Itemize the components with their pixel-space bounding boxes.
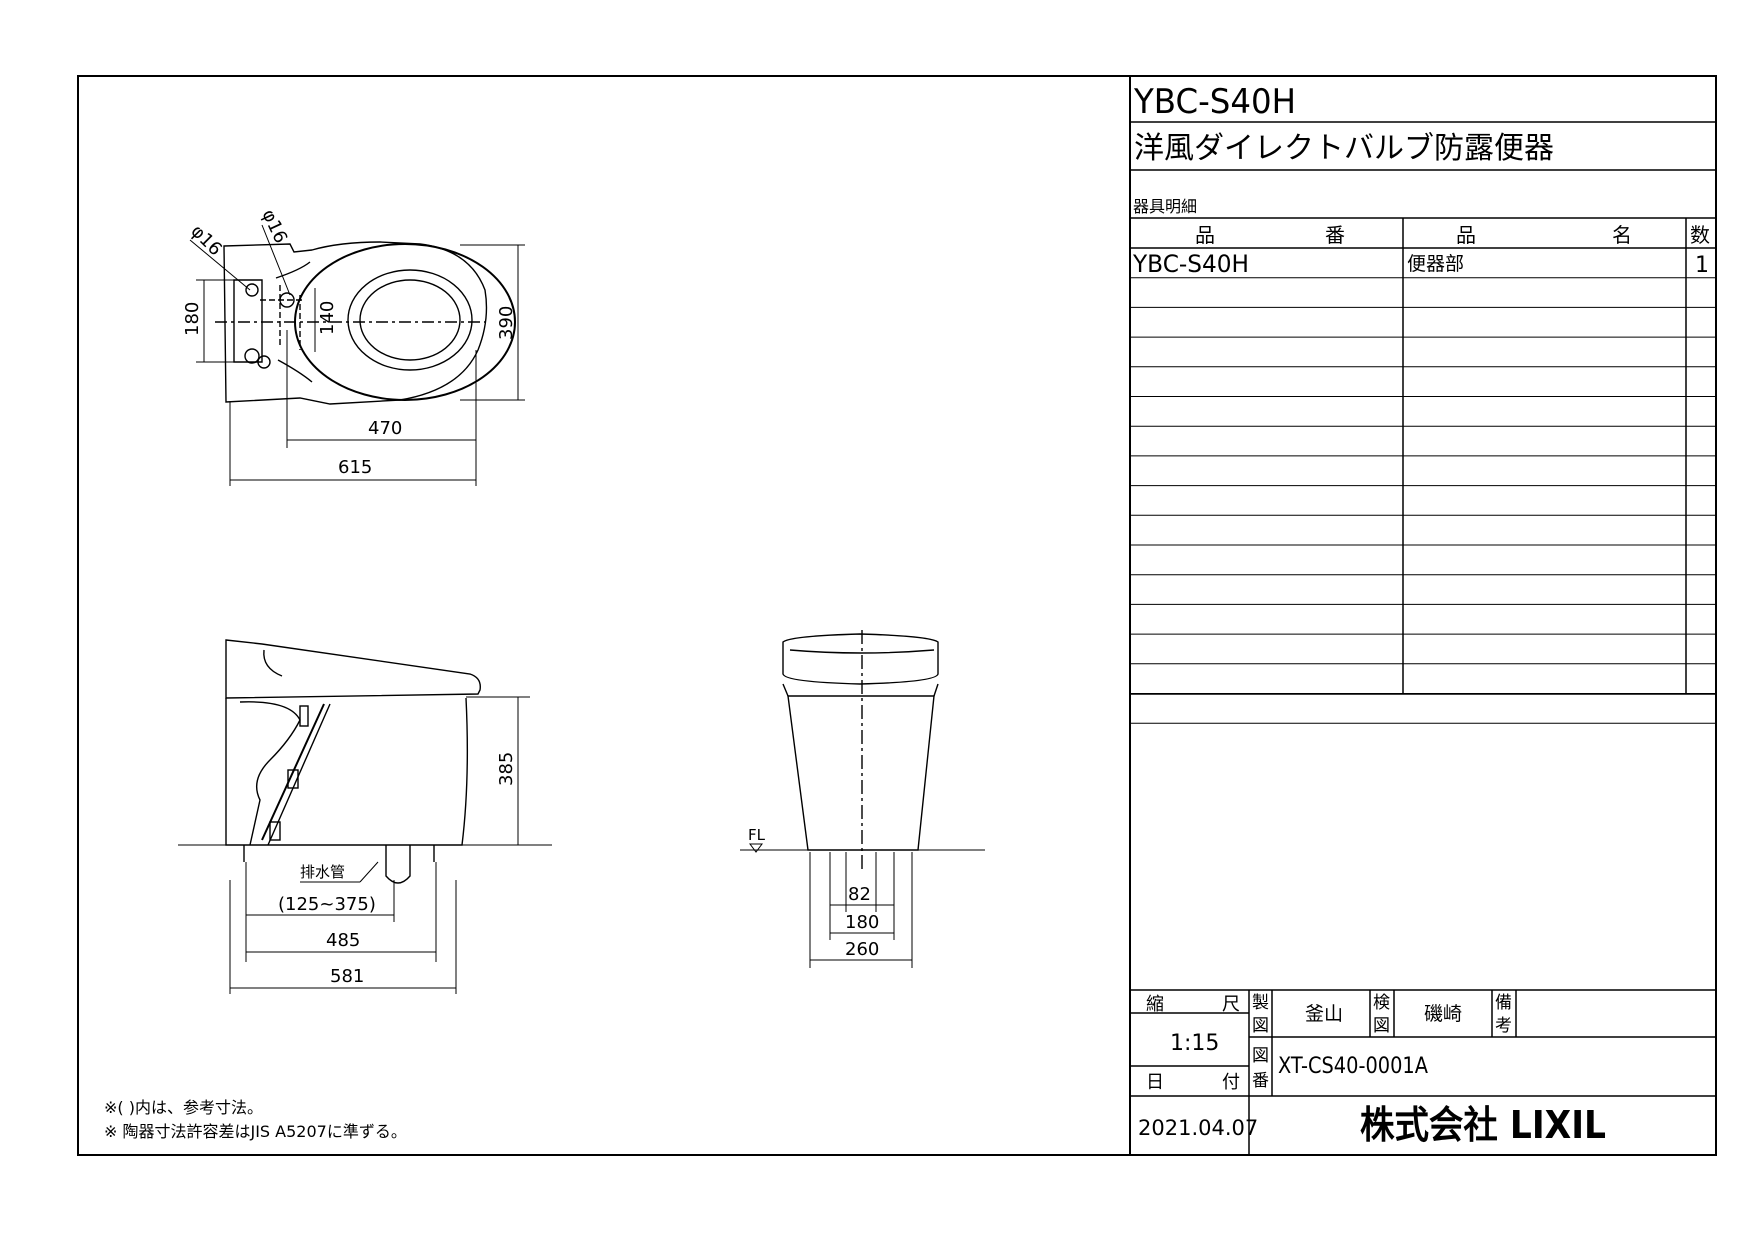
date-value: 2021.04.07 — [1138, 1116, 1258, 1140]
drawing-no-label-1: 図 — [1252, 1046, 1269, 1066]
drawn-label-1: 製 — [1252, 993, 1269, 1013]
drain-pipe-label: 排水管 — [300, 863, 345, 881]
dim-height: 385 — [496, 752, 517, 786]
product-description: 洋風ダイレクトバルブ防露便器 — [1134, 131, 1554, 166]
date-label-2: 付 — [1222, 1072, 1240, 1093]
top-view-drawing — [215, 241, 516, 405]
side-view-dimensions — [178, 696, 552, 994]
dim-length-b: 581 — [330, 966, 364, 987]
dim-spacing-b: 180 — [845, 912, 879, 933]
header-part-name-2: 名 — [1612, 223, 1632, 247]
info-block-grid — [1130, 989, 1716, 1155]
date-label-1: 日 — [1146, 1072, 1164, 1093]
header-qty: 数 — [1690, 223, 1710, 247]
header-part-no-2: 番 — [1325, 223, 1345, 247]
header-part-no-1: 品 — [1195, 223, 1215, 247]
drawing-number: XT-CS40-0001A — [1278, 1054, 1428, 1079]
dim-bowl-length: 470 — [368, 418, 402, 439]
row-part-no: YBC-S40H — [1132, 250, 1249, 278]
dim-length-a: 485 — [326, 930, 360, 951]
dim-spacing-a: 82 — [848, 884, 871, 905]
drawn-label-2: 図 — [1252, 1016, 1269, 1036]
company-logo: 株式会社 LIXIL — [1360, 1103, 1606, 1147]
drawn-by: 釜山 — [1305, 1003, 1343, 1025]
scale-label-2: 尺 — [1222, 994, 1240, 1015]
row-part-name: 便器部 — [1407, 253, 1464, 275]
scale-value: 1:15 — [1170, 1031, 1219, 1056]
drawing-frame — [77, 75, 1717, 1156]
remarks-label-2: 考 — [1495, 1016, 1512, 1036]
scale-label-1: 縮 — [1146, 994, 1164, 1015]
model-title: YBC-S40H — [1133, 82, 1296, 122]
side-view-drawing — [225, 639, 481, 884]
front-view-drawing — [782, 630, 939, 870]
floor-level-label: FL — [748, 826, 766, 844]
drawing-no-label-2: 番 — [1252, 1071, 1269, 1091]
note-2: ※ 陶器寸法許容差はJIS A5207に準ずる。 — [104, 1122, 407, 1141]
front-view-dimensions — [740, 843, 985, 968]
checked-by: 磯崎 — [1424, 1003, 1462, 1025]
note-1: ※( )内は、参考寸法。 — [104, 1098, 263, 1117]
dim-pipe-dia-left: φ16 — [186, 221, 225, 260]
top-view-dimensions — [189, 224, 525, 486]
dim-depth: 390 — [496, 306, 517, 340]
row-qty: 1 — [1695, 253, 1709, 278]
dim-total-length: 615 — [338, 457, 372, 478]
dim-drain-range: (125~375) — [278, 894, 376, 915]
checked-label-1: 検 — [1373, 993, 1390, 1013]
dim-inner-spacing: 140 — [317, 301, 338, 335]
dim-width: 260 — [845, 939, 879, 960]
dim-inlet-spacing: 180 — [182, 302, 203, 336]
title-block — [1130, 121, 1716, 695]
remarks-label-1: 備 — [1495, 993, 1512, 1013]
parts-caption: 器具明細 — [1133, 197, 1197, 216]
header-part-name-1: 品 — [1456, 223, 1476, 247]
checked-label-2: 図 — [1373, 1016, 1390, 1036]
parts-table-grid — [1130, 277, 1716, 724]
